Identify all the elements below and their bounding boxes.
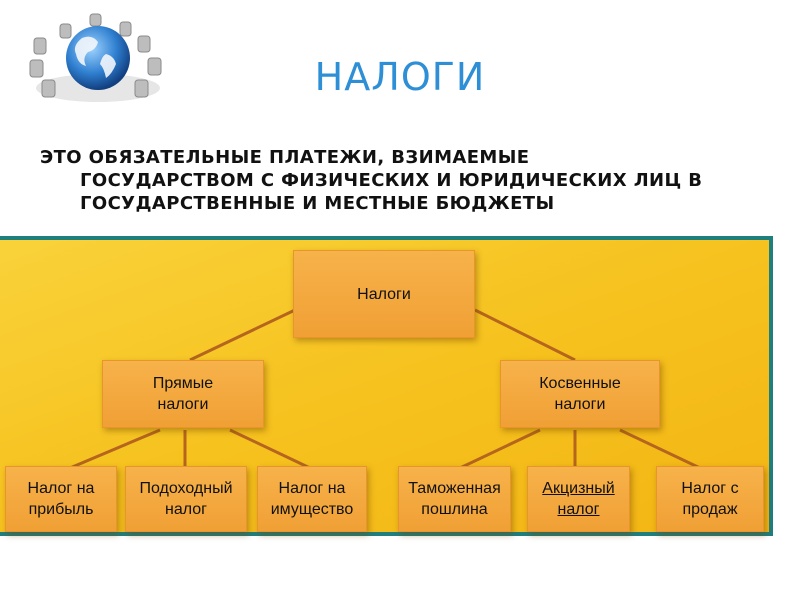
connector-root-direct [189,308,296,362]
node-profit-tax: Налог на прибыль [5,466,117,532]
node-customs-duty: Таможенная пошлина [398,466,511,532]
definition-line-1: ЭТО ОБЯЗАТЕЛЬНЫЕ ПЛАТЕЖИ, ВЗИМАЕМЫЕ [40,147,530,168]
tax-hierarchy-diagram: Налоги Прямые налоги Косвенные налоги На… [0,236,773,536]
connector-direct-property [229,428,311,470]
page-title: НАЛОГИ [314,55,486,99]
definition-line-2: ГОСУДАРСТВОМ С ФИЗИЧЕСКИХ И ЮРИДИЧЕСКИХ … [80,170,703,191]
node-property-tax: Налог на имущество [257,466,367,532]
diagram-connectors [69,308,701,470]
connector-indirect-customs [459,428,541,470]
node-indirect-taxes: Косвенные налоги [500,360,660,428]
definition-line-3: ГОСУДАРСТВЕННЫЕ И МЕСТНЫЕ БЮДЖЕТЫ [80,193,555,214]
connector-root-indirect [474,308,576,362]
node-income-tax: Подоходный налог [125,466,247,532]
connector-indirect-sales [619,428,701,470]
node-excise-tax: Акцизный налог [527,466,630,532]
connector-direct-profit [69,428,161,470]
node-sales-tax: Налог с продаж [656,466,764,532]
node-direct-taxes: Прямые налоги [102,360,264,428]
node-taxes: Налоги [293,250,475,338]
tax-definition: ЭТО ОБЯЗАТЕЛЬНЫЕ ПЛАТЕЖИ, ВЗИМАЕМЫЕ ГОСУ… [40,146,760,215]
globe-chairs-logo-icon [29,13,162,102]
